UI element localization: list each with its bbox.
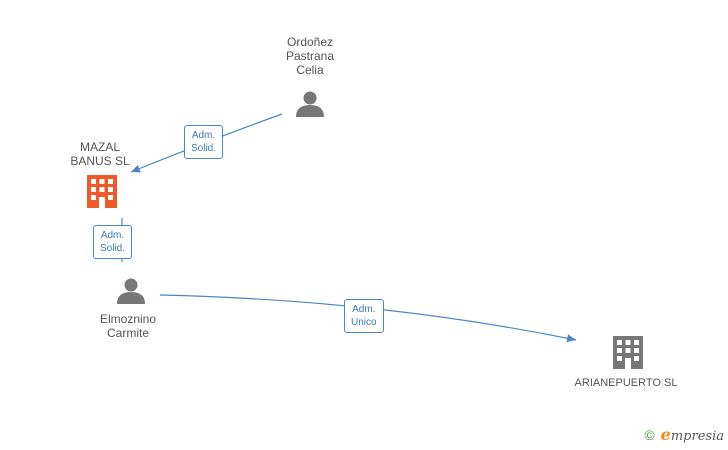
edge-label-line: Solid. [191,143,217,154]
node-label-line: Elmoznino [99,312,157,326]
edge-label-line: Adm. [352,304,376,315]
node-label-elmoznino[interactable]: Elmoznino Carmite [88,312,168,340]
node-label-ordonez[interactable]: Ordoñez Pastrana Celia [270,35,350,77]
brand-name: mpresia [670,429,724,444]
brand-initial: e [660,425,671,444]
edge-label-elmoznino-arianepuerto[interactable]: Adm. Unico [344,299,384,333]
building-icon[interactable] [613,336,643,369]
node-label-line: BANUS SL [70,154,130,168]
building-icon[interactable] [87,175,117,208]
person-icon[interactable] [117,278,145,305]
brand-logo: © empresia [644,425,724,444]
node-label-arianepuerto[interactable]: ARIANEPUERTO SL [566,376,686,390]
node-label-line: MAZAL [79,140,120,154]
edge-label-line: Unico [351,317,377,328]
node-label-mazal[interactable]: MAZAL BANUS SL [60,140,140,168]
node-label-line: Carmite [106,326,149,340]
copyright-icon: © [644,427,655,443]
node-label-line: Celia [296,63,324,77]
node-label-line: ARIANEPUERTO SL [574,377,678,389]
person-icon[interactable] [296,91,324,118]
edge-label-line: Adm. [191,130,216,141]
edge-label-ordonez-mazal[interactable]: Adm. Solid. [184,125,224,159]
node-label-line: Ordoñez [286,35,334,49]
node-label-line: Pastrana [285,49,335,63]
edge-label-line: Adm. [100,230,125,241]
edge-label-line: Solid. [100,243,126,254]
edge-label-elmoznino-mazal[interactable]: Adm. Solid. [93,225,133,259]
